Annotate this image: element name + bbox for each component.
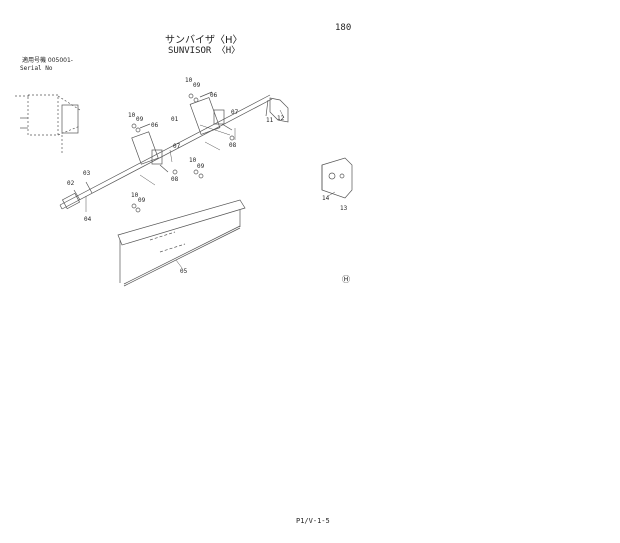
callout-label: 10	[185, 77, 193, 84]
left-end-fitting	[61, 181, 93, 210]
callout-label: 10	[189, 157, 197, 164]
callout-label: 02	[67, 180, 75, 187]
serial-label-english: Serial No	[20, 65, 53, 72]
callout-label: 06	[151, 122, 159, 129]
side-bracket-outline	[20, 104, 79, 134]
main-rail	[59, 94, 273, 210]
callout-label: 05	[180, 268, 188, 275]
middle-bracket	[131, 123, 169, 173]
callout-label: 09	[136, 116, 144, 123]
model-symbol: Ⓗ	[342, 275, 350, 284]
page-title-japanese: サンバイザ〈H〉	[165, 35, 243, 46]
mount-bracket-right	[321, 157, 353, 199]
callout-label: 08	[171, 176, 179, 183]
sunvisor-blade	[117, 199, 246, 287]
callout-label: 06	[210, 92, 218, 99]
side-bracket	[15, 94, 81, 155]
callout-label: 10	[131, 192, 139, 199]
callout-label: 04	[84, 216, 92, 223]
screw-parts	[131, 93, 235, 213]
callout-label: 11	[266, 117, 274, 124]
page-title-english: SUNVISOR 〈H〉	[168, 46, 241, 56]
callout-label: 13	[340, 205, 348, 212]
callout-label: 07	[173, 143, 181, 150]
page-number: 180	[335, 23, 352, 33]
callout-label: 09	[138, 197, 146, 204]
leader-lines	[85, 109, 336, 269]
serial-label-japanese: 適用号機 005001-	[22, 57, 73, 64]
callout-label: 03	[83, 170, 91, 177]
callout-label: 14	[322, 195, 330, 202]
page-footer-code: P1/V-1-5	[296, 517, 330, 525]
callout-label: 09	[197, 163, 205, 170]
callout-label: 08	[229, 142, 237, 149]
callout-label: 01	[171, 116, 179, 123]
callout-label: 07	[231, 109, 239, 116]
sunvisor-panel-right	[265, 97, 289, 123]
upper-bracket	[189, 91, 233, 135]
callout-label: 09	[193, 82, 201, 89]
callout-label: 10	[128, 112, 136, 119]
callout-label: 12	[277, 115, 285, 122]
